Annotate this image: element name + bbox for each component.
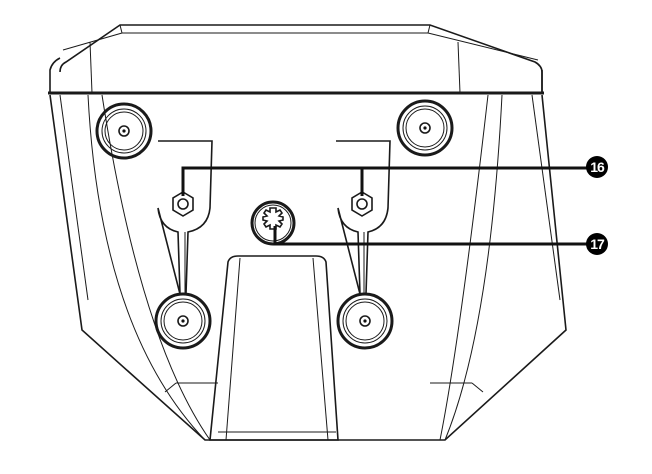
callout-badge-16: 16 <box>586 156 608 178</box>
center-socket-connector <box>250 200 296 246</box>
top-cap <box>48 24 544 95</box>
callout-leaders <box>181 166 588 246</box>
rubber-foot-top-left <box>95 102 153 160</box>
mount-bracket-right <box>336 140 391 295</box>
rubber-foot-top-right <box>396 99 454 157</box>
speaker-body <box>49 94 567 441</box>
callout-badge-17: 17 <box>586 233 608 255</box>
mount-bracket-left <box>157 140 213 295</box>
center-pedestal <box>209 255 339 441</box>
rubber-foot-bottom-left <box>154 292 212 350</box>
rubber-foot-bottom-right <box>336 292 394 350</box>
